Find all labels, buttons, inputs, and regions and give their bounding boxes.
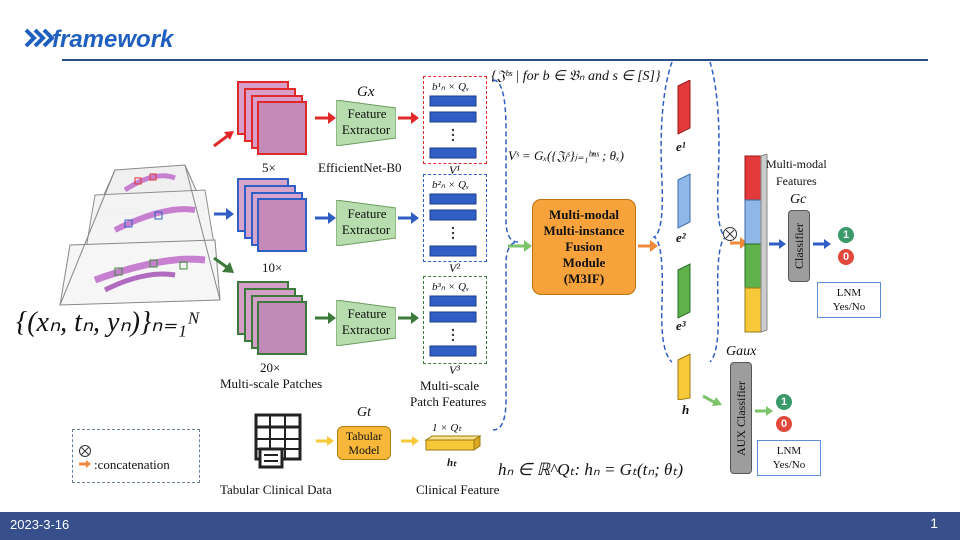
- e1-label: e¹: [676, 139, 686, 154]
- m3if-module: Multi-modal Multi-instance Fusion Module…: [532, 199, 636, 295]
- multimodal-label-1: Multi-modal: [766, 157, 827, 171]
- title-underline: [62, 59, 928, 61]
- patches-caption: Multi-scale Patches: [220, 376, 323, 391]
- aux-output-zero: 0: [776, 416, 792, 432]
- tabular-model-line2: Model: [348, 443, 380, 457]
- extractor-shape-2: [336, 200, 396, 246]
- classifier-box: Classifier: [788, 210, 810, 282]
- clinical-feature-bar: [424, 435, 482, 451]
- embedding-bars: [677, 80, 691, 400]
- v2-label: V²: [449, 261, 460, 275]
- extractor-label-2a: Feature: [347, 206, 387, 221]
- lnm-output-box: LNM Yes/No: [817, 282, 881, 318]
- features-caption-1: Multi-scale: [420, 378, 480, 393]
- tabular-arrows: [316, 436, 419, 446]
- extractor-arrows: [315, 112, 419, 324]
- gx-symbol: Gx: [357, 84, 375, 100]
- bq1-label: b¹ₙ × Qₓ: [432, 81, 470, 93]
- lnm-label: LNM: [836, 287, 862, 299]
- legend-box: [72, 429, 200, 483]
- extractor-label-1b: Extractor: [341, 122, 391, 137]
- bq3-label: b³ₙ × Qₓ: [432, 281, 470, 293]
- feature-box-v3: [423, 276, 487, 364]
- page-number: 1: [930, 515, 938, 531]
- aux-output-one: 1: [776, 394, 792, 410]
- to-classifier-arrow: [769, 239, 786, 249]
- gt-symbol: Gt: [357, 405, 371, 420]
- concat-arrow: [730, 237, 748, 249]
- feature-box-v2: [423, 174, 487, 262]
- m3if-line4: Module: [562, 255, 606, 270]
- table-icon: [254, 413, 302, 469]
- backbone-label: EfficientNet-B0: [318, 160, 402, 175]
- m3if-line5: (M3IF): [563, 271, 605, 286]
- e2-label: e²: [676, 230, 686, 245]
- output-zero: 0: [838, 249, 854, 265]
- feature-bars: [429, 95, 477, 357]
- bq2-label: b²ₙ × Qₓ: [432, 179, 470, 191]
- page-title: framework: [52, 26, 174, 53]
- aux-lnm-output-box: LNM Yes/No: [757, 440, 821, 476]
- extractor-label-1a: Feature: [347, 106, 387, 121]
- gc-symbol: Gc: [790, 192, 807, 207]
- patch-stack-5x: [237, 81, 307, 155]
- e3-label: e³: [676, 318, 686, 333]
- h-label: h: [682, 402, 690, 417]
- scale-5x-label: 5×: [262, 160, 276, 175]
- ht-label: hₜ: [447, 457, 457, 469]
- concat-icon: [723, 227, 737, 241]
- classifier-label: Classifier: [791, 223, 806, 269]
- feature-box-v1: [423, 76, 487, 164]
- clinical-feature-caption: Clinical Feature: [416, 482, 500, 497]
- chevrons-icon: [24, 28, 54, 48]
- legend-concat-icon: [79, 445, 91, 468]
- multimodal-stack: [744, 154, 768, 333]
- v1-label: V¹: [449, 163, 460, 177]
- h-to-aux-arrow: [702, 394, 722, 406]
- features-caption-2: Patch Features: [410, 394, 487, 409]
- set-formula: {𝔍ᵇˢ | for b ∈ 𝔅ₙ and s ∈ [S]}: [491, 69, 661, 84]
- lnm-yesno: Yes/No: [832, 301, 866, 313]
- tabular-model-line1: Tabular: [345, 429, 383, 443]
- hn-formula: hₙ ∈ ℝ^Qₜ: hₙ = Gₜ(tₙ; θₜ): [498, 460, 684, 479]
- m3if-out-arrow: [638, 240, 658, 252]
- output-one: 1: [838, 227, 854, 243]
- m3if-line3: Fusion: [565, 239, 603, 254]
- aux-lnm-yesno: Yes/No: [772, 459, 806, 471]
- tabular-caption: Tabular Clinical Data: [220, 482, 332, 497]
- extractor-label-3b: Extractor: [341, 322, 391, 337]
- extractor-label-2b: Extractor: [341, 222, 391, 237]
- pyramid-arrows: [213, 131, 234, 273]
- classifier-out-arrow: [813, 239, 831, 249]
- patch-stack-10x: [237, 178, 307, 252]
- footer-bar: [0, 512, 960, 540]
- extractor-label-3a: Feature: [347, 306, 387, 321]
- extractor-shape-3: [336, 300, 396, 346]
- to-m3if-arrow: [508, 240, 532, 252]
- legend-label: :concatenation: [94, 457, 170, 472]
- ht-dim-label: 1 × Qₜ: [432, 422, 462, 434]
- aux-classifier-box: AUX Classifier: [730, 362, 752, 474]
- scale-10x-label: 10×: [262, 260, 283, 275]
- aux-classifier-label: AUX Classifier: [733, 380, 748, 456]
- gaux-symbol: Gaux: [726, 344, 757, 359]
- m3if-line2: Multi-instance: [543, 223, 625, 238]
- m3if-line1: Multi-modal: [548, 207, 620, 222]
- vs-formula: Vˢ = Gₓ({𝔍ⱼˢ}ⱼ₌₁ᵇⁿˢ ; θₓ): [508, 148, 624, 163]
- footer-date: 2023-3-16: [10, 517, 70, 532]
- dataset-formula: {(xₙ, tₙ, yₙ)}ₙ₌₁ᴺ: [16, 307, 200, 338]
- merge-bracket: [492, 79, 519, 431]
- aux-lnm-label: LNM: [776, 445, 802, 457]
- multimodal-label-2: Features: [776, 174, 817, 188]
- wsi-pyramid-illustration: [59, 164, 221, 306]
- scale-20x-label: 20×: [260, 360, 281, 375]
- v3-label: V³: [449, 363, 460, 377]
- extractor-shape-1: [336, 100, 396, 146]
- patch-stack-20x: [237, 281, 307, 355]
- aux-out-arrow: [755, 406, 773, 416]
